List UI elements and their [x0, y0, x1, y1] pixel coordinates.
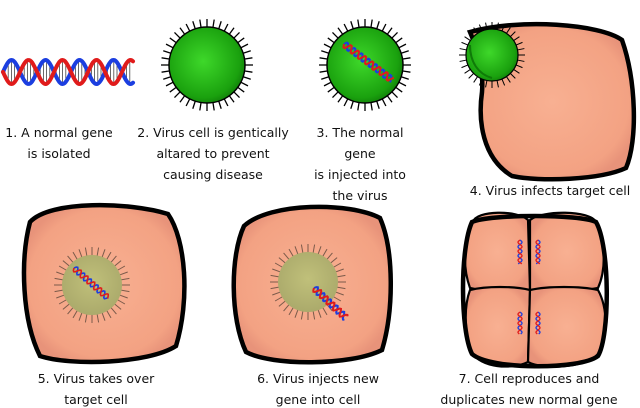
gene-strand-icon: [517, 239, 541, 335]
virus-icon: [270, 244, 349, 321]
step-4-caption: 4. Virus infects target cell: [469, 183, 631, 198]
step-6-caption: 6. Virus injects new gene into cell: [257, 371, 379, 407]
step-3-caption: 3. The normal gene is injected into the …: [314, 125, 406, 203]
gene-strand-icon: [312, 286, 349, 321]
step-5-caption: 5. Virus takes over target cell: [37, 371, 155, 407]
gene-strand-icon: [72, 266, 109, 300]
step-7-caption: 7. Cell reproduces and duplicates new no…: [440, 371, 618, 407]
virus-with-gene-icon: [319, 19, 411, 111]
gene-strand-icon: [342, 41, 395, 83]
step-1-caption: 1. A normal gene is isolated: [5, 125, 113, 161]
virus-icon: [54, 247, 130, 323]
dna-helix-icon: [1, 57, 135, 87]
dividing-cells-icon: [460, 211, 609, 369]
virus-icon: [459, 22, 525, 88]
virus-icon: [161, 19, 253, 111]
step-2-caption: 2. Virus cell is gentically altared to p…: [137, 125, 289, 182]
